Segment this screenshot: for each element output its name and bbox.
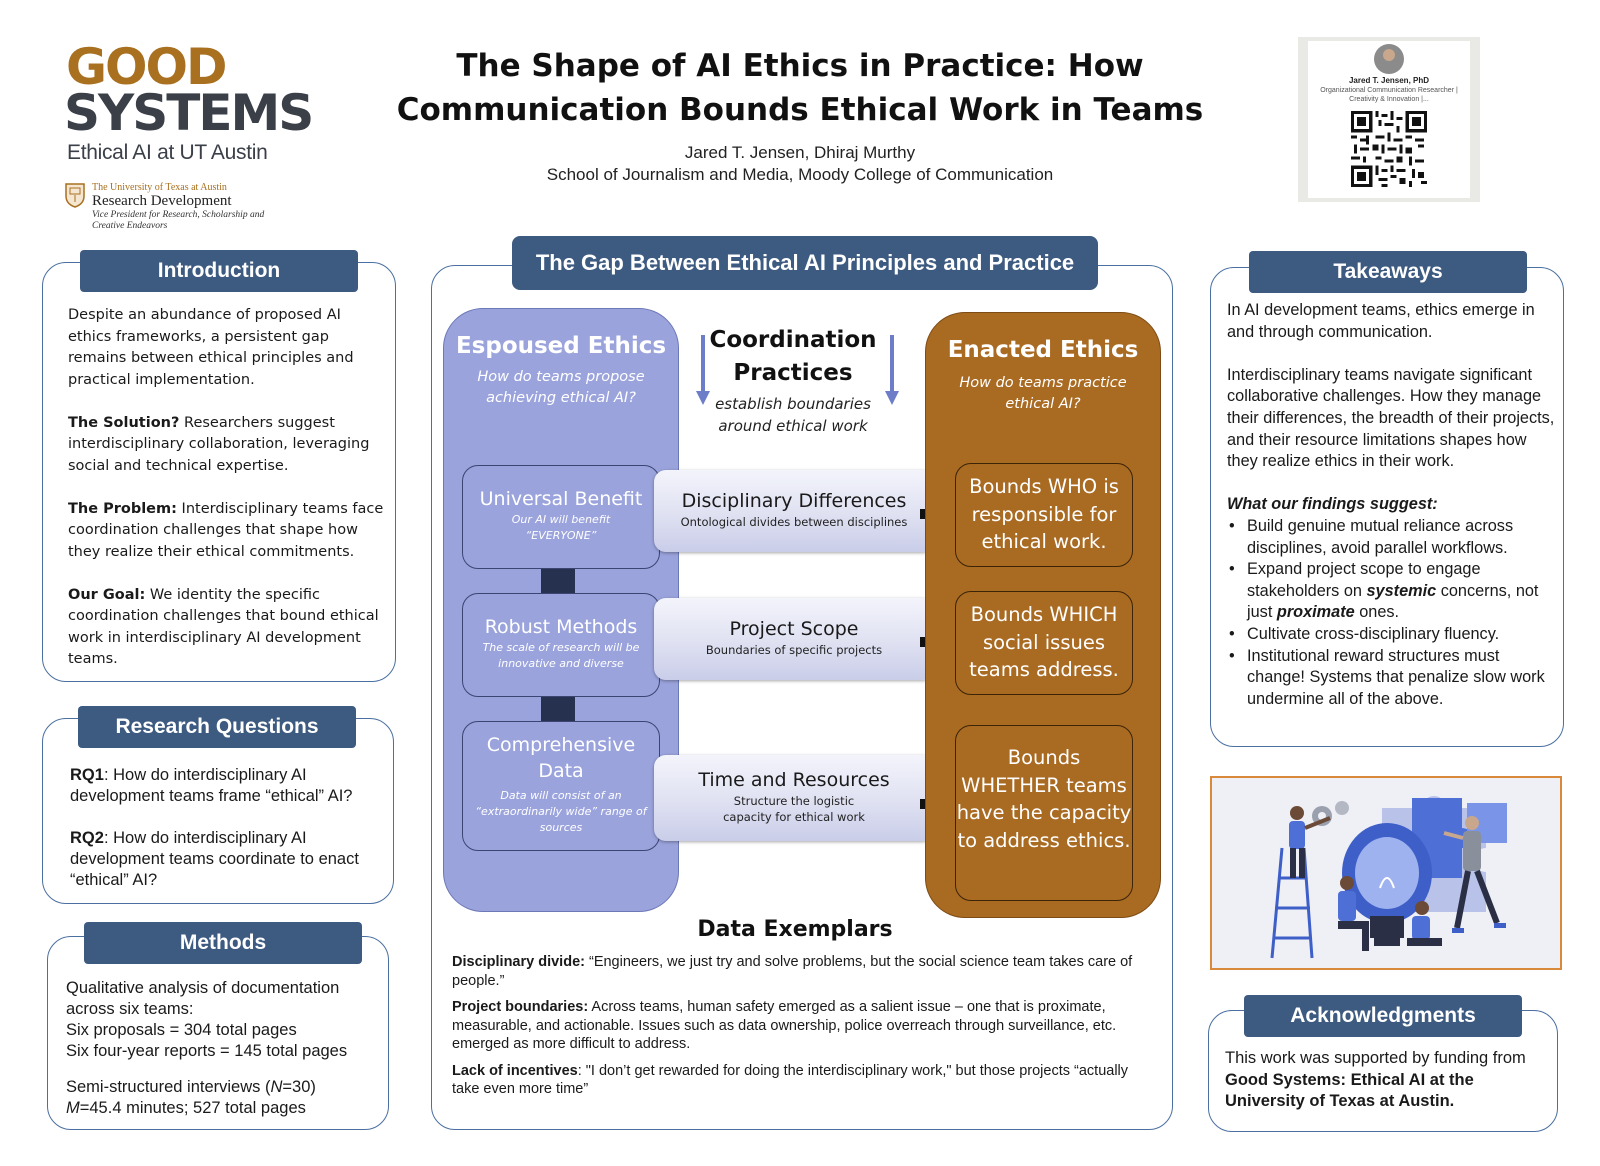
qr-card-inner: Jared T. Jensen, PhD Organizational Comm… — [1308, 41, 1470, 198]
enacted-item: Bounds WHICH social issues teams address… — [955, 591, 1133, 695]
list-item: Institutional reward structures must cha… — [1227, 646, 1561, 711]
methods-line: Six proposals = 304 total pages — [66, 1021, 297, 1039]
exemplars-title: Data Exemplars — [697, 917, 893, 942]
ut-research-development: Research Development — [92, 193, 232, 209]
rq2: RQ2: How do interdisciplinary AI develop… — [70, 829, 359, 889]
list-item: Expand project scope to engage stakehold… — [1227, 559, 1561, 624]
methods-line: M=45.4 minutes; 527 total pages — [66, 1099, 306, 1117]
qr-role: Organizational Communication Researcher … — [1320, 87, 1458, 103]
intro-goal: Our Goal: We identity the specific coord… — [68, 586, 379, 668]
logo-subtitle: Ethical AI at UT Austin — [67, 141, 268, 164]
qr-card[interactable]: Jared T. Jensen, PhD Organizational Comm… — [1298, 37, 1480, 202]
down-arrow-icon — [885, 335, 899, 405]
research-questions-text: RQ1: How do interdisciplinary AI develop… — [70, 765, 390, 912]
poster-affiliation: School of Journalism and Media, Moody Co… — [546, 165, 1054, 184]
introduction-panel — [42, 262, 396, 682]
ut-vp-line: Vice President for Research, Scholarship… — [92, 210, 265, 231]
espoused-ethics-column: Espoused Ethics How do teams propose ach… — [443, 308, 679, 912]
introduction-heading: Introduction — [80, 250, 358, 292]
logo-systems: SYSTEMS — [64, 84, 314, 142]
connector — [541, 697, 575, 721]
coordination-title: Coordination Practices — [709, 327, 877, 386]
qr-name: Jared T. Jensen, PhD — [1348, 76, 1430, 85]
espoused-item: Universal Benefit Our AI will benefit “E… — [462, 465, 660, 569]
practice-item: Project Scope Boundaries of specific pro… — [654, 598, 934, 680]
exemplars-text: Disciplinary divide: “Engineers, we just… — [452, 953, 1152, 1107]
center-heading: The Gap Between Ethical AI Principles an… — [512, 236, 1098, 290]
enacted-title: Enacted Ethics — [947, 337, 1139, 363]
exemplar: Project boundaries: Across teams, human … — [452, 999, 1117, 1052]
takeaway-paragraph: In AI development teams, ethics emerge i… — [1227, 301, 1535, 341]
qr-code-icon[interactable] — [1351, 111, 1427, 187]
teamwork-puzzle-icon — [1212, 778, 1560, 968]
research-questions-heading: Research Questions — [78, 706, 356, 748]
espoused-subtitle: How do teams propose achieving ethical A… — [477, 369, 645, 406]
exemplar: Lack of incentives: "I don’t get rewarde… — [452, 1062, 1129, 1098]
exemplar: Disciplinary divide: “Engineers, we just… — [452, 954, 1133, 989]
poster-authors: Jared T. Jensen, Dhiraj Murthy — [684, 143, 916, 162]
espoused-item: Robust Methods The scale of research wil… — [462, 593, 660, 697]
rq1: RQ1: How do interdisciplinary AI develop… — [70, 766, 353, 805]
intro-problem: The Problem: Interdisciplinary teams fac… — [68, 500, 384, 560]
methods-text: Qualitative analysis of documentation ac… — [66, 978, 386, 1119]
acknowledgments-heading: Acknowledgments — [1244, 995, 1522, 1037]
poster-title: The Shape of AI Ethics in Practice: How … — [396, 48, 1204, 128]
research-questions-panel — [42, 718, 394, 904]
methods-line: Six four-year reports = 145 total pages — [66, 1042, 348, 1060]
practice-item: Time and Resources Structure the logisti… — [654, 755, 934, 841]
takeaways-heading: Takeaways — [1249, 251, 1527, 293]
down-arrow-icon — [696, 335, 710, 405]
list-item: Build genuine mutual reliance across dis… — [1227, 516, 1561, 559]
takeaway-paragraph: Interdisciplinary teams navigate signifi… — [1227, 365, 1555, 471]
findings-label: What our findings suggest: — [1227, 495, 1438, 514]
list-item: Cultivate cross-disciplinary fluency. — [1227, 624, 1561, 646]
enacted-item: Bounds WHO is responsible for ethical wo… — [955, 463, 1133, 567]
methods-line: Semi-structured interviews (N=30) — [66, 1078, 316, 1096]
intro-solution: The Solution? Researchers suggest interd… — [68, 414, 370, 474]
espoused-title: Espoused Ethics — [455, 333, 667, 359]
takeaways-text: In AI development teams, ethics emerge i… — [1227, 300, 1561, 710]
teamwork-illustration — [1210, 776, 1562, 970]
intro-paragraph: Despite an abundance of proposed AI ethi… — [68, 307, 354, 388]
enacted-ethics-column: Enacted Ethics How do teams practice eth… — [925, 312, 1161, 918]
acknowledgments-text: This work was supported by funding from … — [1225, 1049, 1526, 1110]
methods-line: Qualitative analysis of documentation ac… — [66, 979, 340, 1018]
methods-heading: Methods — [84, 922, 362, 964]
ut-seal-icon — [65, 183, 85, 208]
coordination-subtitle: establish boundaries around ethical work — [715, 395, 871, 435]
introduction-text: Despite an abundance of proposed AI ethi… — [68, 305, 386, 692]
practice-item: Disciplinary Differences Ontological div… — [654, 470, 934, 552]
enacted-subtitle: How do teams practice ethical AI? — [959, 375, 1127, 412]
enacted-item: Bounds WHETHER teams have the capacity t… — [955, 725, 1133, 901]
findings-list: Build genuine mutual reliance across dis… — [1227, 516, 1561, 710]
logo-good: GOOD — [66, 38, 228, 96]
espoused-item: Comprehensive Data Data will consist of … — [462, 721, 660, 851]
avatar — [1374, 44, 1404, 74]
ut-name: The University of Texas at Austin — [92, 182, 227, 193]
connector — [541, 569, 575, 593]
